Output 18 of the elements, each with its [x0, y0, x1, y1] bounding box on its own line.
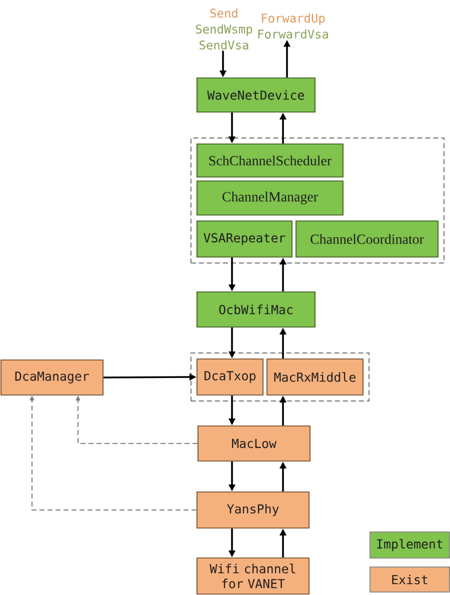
module-box: MacLow: [197, 425, 311, 462]
legend-box: Exist: [370, 566, 450, 592]
module-box: ChannelManager: [196, 180, 344, 216]
dashed-frame: [190, 137, 445, 264]
dashed-frame: [190, 352, 370, 402]
module-box: ChannelCoordinator: [295, 220, 439, 258]
module-box: WaveNetDevice: [196, 77, 316, 113]
module-box: VSARepeater: [196, 220, 293, 258]
method-label: ForwardUp ForwardVsa: [258, 13, 328, 39]
module-box: DcaTxop: [196, 358, 264, 396]
module-box: MacRxMiddle: [266, 358, 364, 396]
module-box: DcaManager: [0, 359, 104, 396]
module-box: YansPhy: [196, 491, 310, 529]
module-box: OcbWifiMac: [196, 291, 316, 328]
legend-box: Implement: [370, 532, 450, 558]
module-box: Wifi channel for VANET: [196, 557, 310, 595]
method-label: Send SendWsmp SendVsa: [196, 8, 252, 50]
module-box: SchChannelScheduler: [196, 143, 344, 178]
